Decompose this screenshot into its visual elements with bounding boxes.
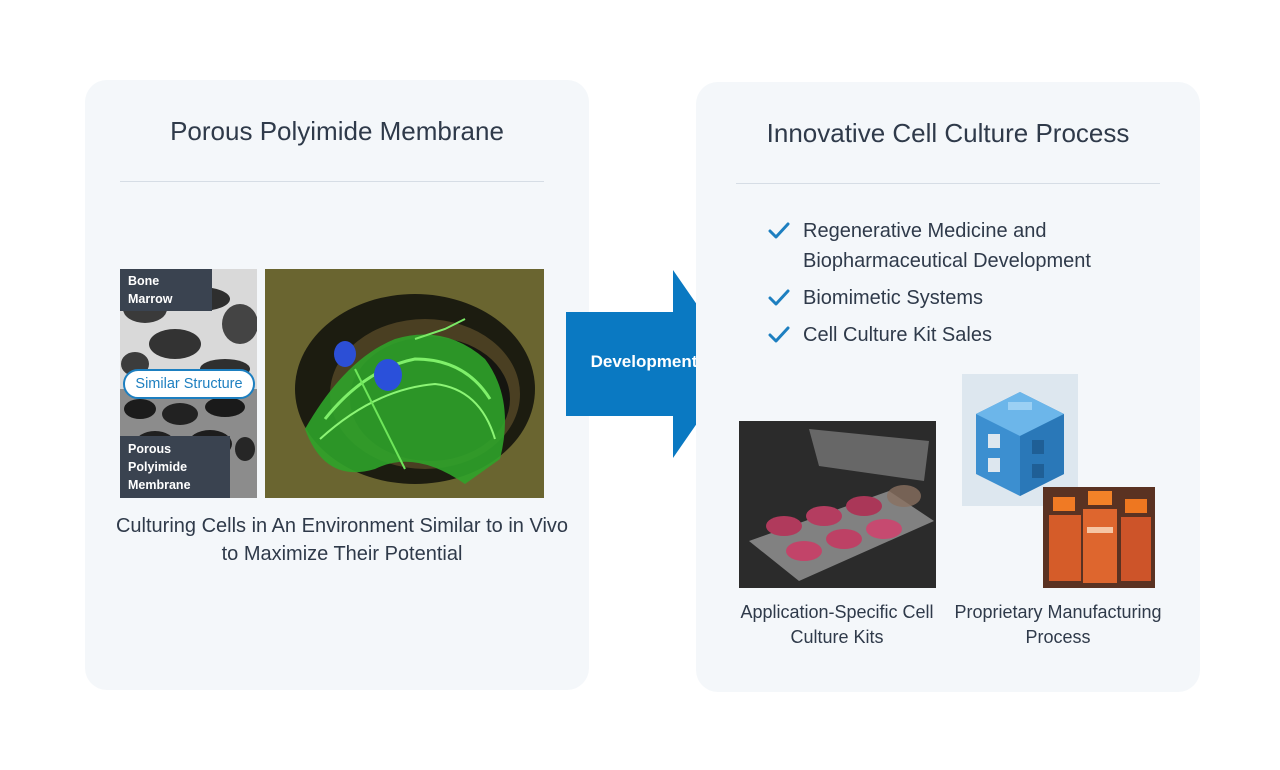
feature-text: Cell Culture Kit Sales [803, 324, 992, 346]
manufacturing-flask-image [1043, 487, 1155, 588]
feature-list: Regenerative Medicine and Biopharmaceuti… [768, 216, 1188, 357]
kits-caption: Application-Specific Cell Culture Kits [740, 602, 934, 647]
feature-item: Biomimetic Systems [768, 283, 1188, 313]
right-panel-title: Innovative Cell Culture Process [766, 118, 1130, 148]
development-arrow [566, 270, 738, 458]
left-caption: Culturing Cells in An Environment Simila… [115, 515, 569, 565]
process-caption: Proprietary Manufacturing Process [954, 602, 1162, 647]
structure-comparison-image: Bone Marrow Similar Structure Porous Pol… [120, 269, 257, 498]
left-panel-title: Porous Polyimide Membrane [170, 116, 504, 146]
feature-item: Cell Culture Kit Sales [768, 320, 1188, 350]
development-label: Development [590, 352, 698, 371]
porous-membrane-label: Porous Polyimide Membrane [120, 436, 230, 498]
bone-marrow-label: Bone Marrow [120, 269, 212, 311]
left-panel: Porous Polyimide Membrane Bone Marrow Si… [85, 80, 589, 690]
checkmark-icon [768, 222, 790, 239]
checkmark-icon [768, 326, 790, 343]
right-divider [736, 183, 1160, 184]
feature-text: Regenerative Medicine and Biopharmaceuti… [803, 220, 1091, 272]
feature-item: Regenerative Medicine and Biopharmaceuti… [768, 216, 1188, 276]
similar-structure-label: Similar Structure [123, 369, 255, 399]
feature-text: Biomimetic Systems [803, 287, 984, 309]
cell-fluorescence-image [265, 269, 544, 498]
3d-lattice-image [962, 374, 1078, 506]
checkmark-icon [768, 289, 790, 306]
left-divider [120, 181, 544, 182]
right-panel: Innovative Cell Culture Process Regenera… [696, 82, 1200, 692]
cell-culture-kit-image [739, 421, 936, 588]
